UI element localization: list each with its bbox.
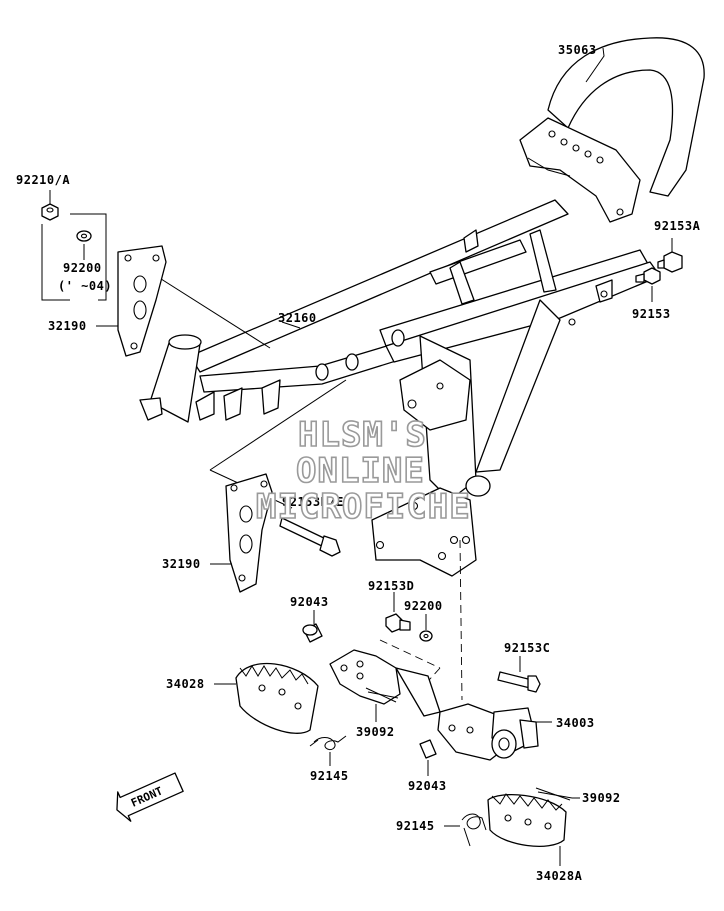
bolt-92153a bbox=[657, 251, 683, 273]
watermark-line-3: MICROFICHE bbox=[256, 487, 471, 527]
part-labels: 35063 92210/A 92200 (' ~04) 92153A 92153… bbox=[16, 43, 701, 883]
label-39092-right: 39092 bbox=[582, 791, 621, 805]
label-34028a: 34028A bbox=[536, 869, 583, 883]
bolt-92153be bbox=[279, 517, 341, 557]
label-35063: 35063 bbox=[558, 43, 597, 57]
main-frame-32160 bbox=[139, 199, 661, 577]
label-39092-left: 39092 bbox=[356, 725, 395, 739]
label-92210a: 92210/A bbox=[16, 173, 70, 187]
watermark: HLSM'S ONLINE MICROFICHE bbox=[255, 414, 471, 528]
label-34003: 34003 bbox=[556, 716, 595, 730]
label-34028: 34028 bbox=[166, 677, 205, 691]
label-92200-note: (' ~04) bbox=[58, 279, 112, 293]
footpeg-34028 bbox=[235, 662, 319, 734]
label-92153d: 92153D bbox=[368, 579, 414, 593]
washer-92200-mid bbox=[419, 630, 433, 642]
spring-39092-left bbox=[365, 687, 399, 703]
label-92200-mid: 92200 bbox=[404, 599, 443, 613]
watermark-line-2: ONLINE bbox=[296, 451, 425, 491]
watermark-line-1: HLSM'S bbox=[298, 415, 427, 455]
bolt-92153 bbox=[635, 267, 661, 285]
footpeg-34028a bbox=[487, 793, 567, 847]
label-32190-bottom: 32190 bbox=[162, 557, 201, 571]
label-92153c: 92153C bbox=[504, 641, 550, 655]
bracket-32190-lower bbox=[225, 473, 273, 593]
label-32160: 32160 bbox=[278, 311, 317, 325]
label-92153: 92153 bbox=[632, 307, 671, 321]
spring-39092-right bbox=[535, 787, 573, 801]
washer-92200-top bbox=[76, 230, 92, 242]
label-92145-bottom: 92145 bbox=[396, 819, 435, 833]
label-92043-top: 92043 bbox=[290, 595, 329, 609]
label-92043-bottom: 92043 bbox=[408, 779, 447, 793]
spring-92145-bottom bbox=[461, 813, 487, 847]
bolt-92153d bbox=[385, 613, 411, 633]
nut-92210a bbox=[41, 203, 59, 221]
label-32190-top: 32190 bbox=[48, 319, 87, 333]
footpeg-bracket-34003 bbox=[437, 703, 539, 761]
pin-92043-top bbox=[302, 623, 323, 643]
grab-bar-35063 bbox=[519, 37, 705, 223]
front-direction-arrow: FRONT bbox=[116, 772, 184, 822]
label-92153be: 92153B/E bbox=[282, 495, 344, 509]
pin-92043-bottom bbox=[419, 739, 437, 759]
bracket-32190-upper bbox=[117, 245, 167, 357]
footpeg-bracket-left bbox=[329, 649, 441, 717]
label-92145-left: 92145 bbox=[310, 769, 349, 783]
bolt-92153c bbox=[497, 671, 541, 693]
label-92153a: 92153A bbox=[654, 219, 701, 233]
spring-92145-left bbox=[309, 735, 347, 751]
label-92200-top: 92200 bbox=[63, 261, 102, 275]
